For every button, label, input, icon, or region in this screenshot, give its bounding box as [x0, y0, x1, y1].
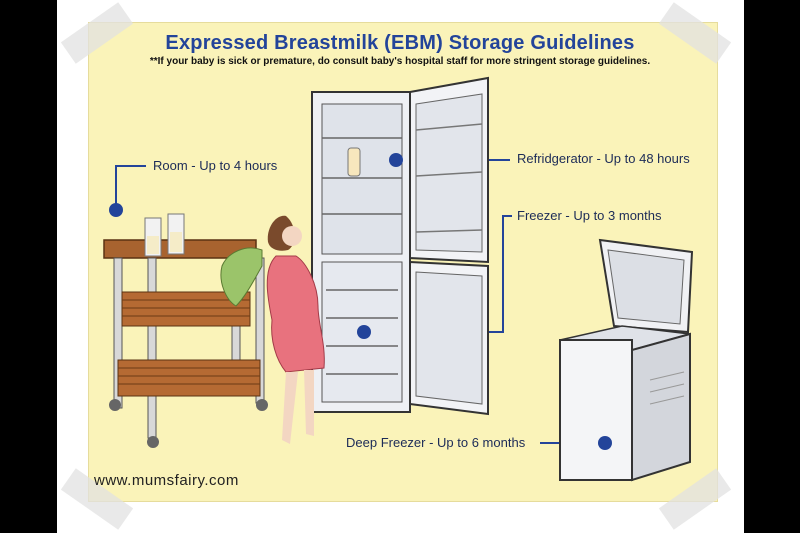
refrigerator-illustration — [311, 76, 489, 416]
markers — [109, 153, 612, 450]
pregnant-woman-illustration — [220, 215, 325, 444]
freezer-label: Freezer - Up to 3 months — [517, 208, 662, 223]
poster-subtitle: **If your baby is sick or premature, do … — [149, 56, 651, 67]
chest-freezer-illustration — [559, 238, 694, 482]
room-marker — [109, 203, 123, 217]
deep-freezer-label: Deep Freezer - Up to 6 months — [346, 435, 526, 450]
deep-freezer-marker — [598, 436, 612, 450]
refrigerator-label: Refridgerator - Up to 48 hours — [517, 151, 690, 166]
room-connector — [115, 165, 146, 209]
website-url: www.mumsfairy.com — [94, 472, 239, 489]
room-label: Room - Up to 4 hours — [153, 158, 278, 173]
refrigerator-marker — [389, 153, 403, 167]
poster-title: Expressed Breastmilk (EBM) Storage Guide… — [165, 32, 635, 54]
freezer-marker — [357, 325, 371, 339]
wooden-cart-illustration — [103, 213, 268, 448]
